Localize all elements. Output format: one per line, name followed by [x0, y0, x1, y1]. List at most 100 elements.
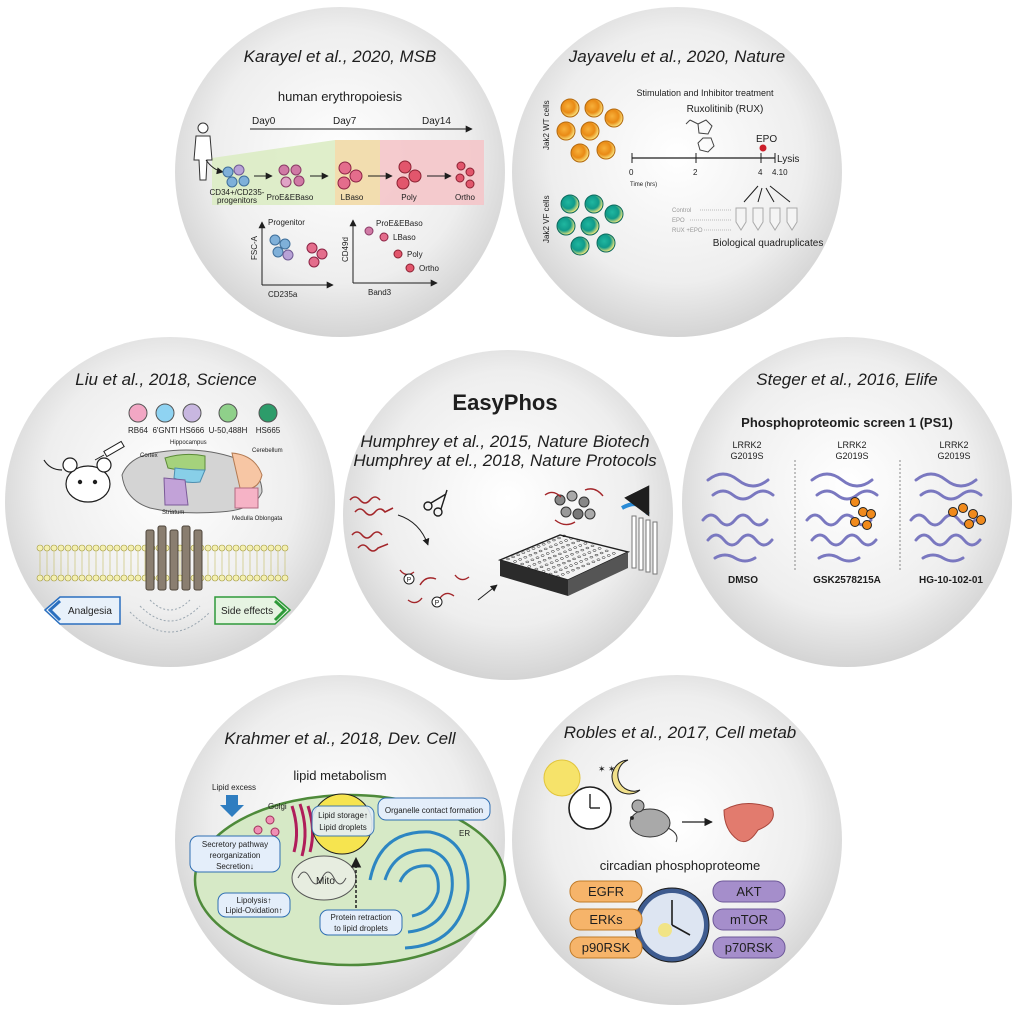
- lipid-head: [50, 574, 58, 582]
- inhibitor-molecule-icon: [850, 497, 876, 530]
- stage-lbaso: LBaso: [341, 193, 364, 202]
- krahmer-panel: Krahmer et al., 2018, Dev. Cell lipid me…: [189, 729, 507, 967]
- well: [527, 565, 532, 568]
- well: [533, 551, 538, 555]
- karayel-citation: Karayel et al., 2020, MSB: [244, 47, 437, 66]
- well: [525, 560, 530, 564]
- lipid-head: [57, 544, 65, 552]
- lrrk2-label: LRRK2: [837, 440, 866, 450]
- kinase-ribbon-icon: [805, 472, 879, 563]
- lipolysis-line-1: Lipolysis↑: [237, 896, 272, 905]
- well: [558, 568, 563, 571]
- kinase-right-label: mTOR: [730, 912, 768, 927]
- robles-panel: Robles et al., 2017, Cell metab ✶ ✶ circ…: [543, 723, 796, 963]
- region-cortex: Cortex: [140, 453, 158, 459]
- proe-cells: [278, 164, 305, 188]
- stage-poly: Poly: [401, 193, 417, 202]
- jayavelu-citation: Jayavelu et al., 2020, Nature: [568, 47, 785, 66]
- well: [566, 543, 570, 547]
- well: [541, 543, 546, 546]
- tick-2: 2: [693, 168, 698, 177]
- well: [516, 553, 521, 556]
- lipid-head: [92, 574, 100, 582]
- lbaso-cells: [337, 161, 363, 190]
- lipid-head: [99, 574, 107, 582]
- well: [549, 561, 554, 564]
- well: [532, 563, 537, 566]
- lipid-head: [281, 574, 289, 582]
- well: [546, 541, 551, 544]
- well: [573, 546, 578, 549]
- well: [592, 549, 597, 552]
- well: [568, 548, 572, 551]
- scissors-icon: [423, 489, 448, 517]
- ligand-swatch: [218, 403, 238, 423]
- well: [582, 553, 587, 556]
- well-plate-icon: [497, 534, 631, 596]
- kinase-box-left: [569, 880, 643, 903]
- lipid-head: [260, 574, 268, 582]
- analgesia-arrow: [43, 596, 121, 625]
- day-7: Day7: [333, 116, 357, 127]
- lipid-head: [134, 574, 142, 582]
- lipid-head: [85, 574, 93, 582]
- well: [580, 548, 585, 552]
- karayel-panel: Karayel et al., 2020, MSB human erythrop…: [193, 47, 484, 299]
- secretory-line-1: Secretory pathway: [202, 840, 268, 849]
- p-label-1: P: [407, 577, 412, 584]
- well: [535, 556, 540, 559]
- condition-control: Control: [672, 208, 691, 214]
- region-cerebellum: Cerebellum: [252, 448, 283, 454]
- well: [523, 556, 528, 559]
- lipid-head: [36, 544, 44, 552]
- condition-label: HG-10-102-01: [919, 575, 983, 586]
- ruxolitinib-structure-icon: [685, 119, 715, 153]
- ligand-swatch: [258, 403, 278, 423]
- kinase-box-left: [569, 936, 643, 959]
- lipid-head: [246, 544, 254, 552]
- p-label-2: P: [435, 600, 440, 607]
- well: [590, 544, 595, 548]
- lipid-head: [127, 574, 135, 582]
- lipid-head: [274, 544, 282, 552]
- jayavelu-panel: Jayavelu et al., 2020, Nature Stimulatio…: [542, 47, 823, 256]
- clock-icon: [568, 786, 612, 830]
- steger-bubble: [682, 337, 1012, 667]
- steger-panel: Steger et al., 2016, Elife Phosphoproteo…: [701, 370, 986, 586]
- analgesia-label: Analgesia: [68, 606, 112, 617]
- lipid-storage-label: Lipid storage↑: [318, 811, 368, 820]
- lipid-head: [113, 574, 121, 582]
- well: [601, 556, 606, 559]
- karayel-title: human erythropoiesis: [278, 89, 403, 104]
- lipid-head: [64, 544, 72, 552]
- robles-citation: Robles et al., 2017, Cell metab: [564, 723, 796, 742]
- well: [585, 546, 590, 550]
- steger-citation: Steger et al., 2016, Elife: [756, 370, 937, 389]
- lipid-head: [71, 544, 79, 552]
- well: [591, 560, 596, 563]
- well: [570, 553, 574, 556]
- lipid-head: [281, 544, 289, 552]
- stage-ortho: Ortho: [455, 193, 476, 202]
- lipid-excess-arrow: [220, 795, 244, 817]
- well: [575, 551, 580, 554]
- g2019s-label: G2019S: [835, 451, 868, 461]
- lipid-head: [267, 544, 275, 552]
- lipid-head: [253, 544, 261, 552]
- stage-tips-icon: [631, 515, 658, 575]
- ligand-label: 6'GNTI: [152, 426, 177, 435]
- central-clock-icon: [634, 887, 710, 963]
- well: [584, 558, 589, 561]
- well: [576, 566, 580, 570]
- stage-progenitor: CD34+/CD235-: [210, 188, 265, 197]
- lipid-head: [36, 574, 44, 582]
- easyphos-panel: EasyPhos Humphrey et al., 2015, Nature B…: [349, 390, 658, 608]
- well: [565, 555, 569, 558]
- condition-rux-epo: RUX +EPO: [672, 228, 703, 234]
- well: [539, 565, 544, 569]
- tick-4: 4: [758, 168, 763, 177]
- lipid-head: [50, 544, 58, 552]
- well: [542, 559, 547, 562]
- well: [560, 573, 565, 576]
